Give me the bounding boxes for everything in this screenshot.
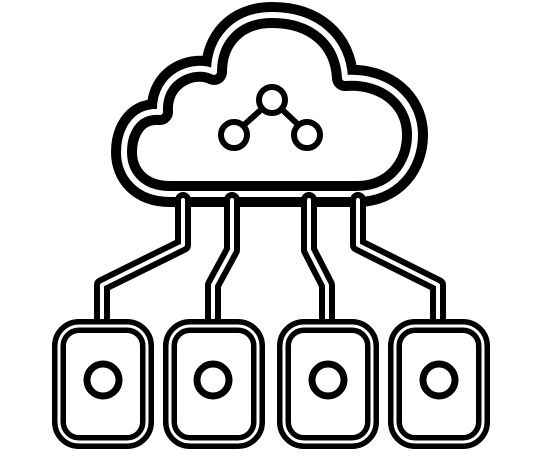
device-1-port-icon xyxy=(83,360,123,400)
device-2 xyxy=(163,319,265,449)
device-4 xyxy=(388,319,490,449)
device-1 xyxy=(52,319,154,449)
cloud-icon xyxy=(111,2,428,207)
device-4-port-icon xyxy=(419,360,459,400)
device-3 xyxy=(277,319,379,449)
device-2-port-icon xyxy=(193,360,233,400)
device-3-port-icon xyxy=(308,360,348,400)
share-icon xyxy=(218,84,323,151)
